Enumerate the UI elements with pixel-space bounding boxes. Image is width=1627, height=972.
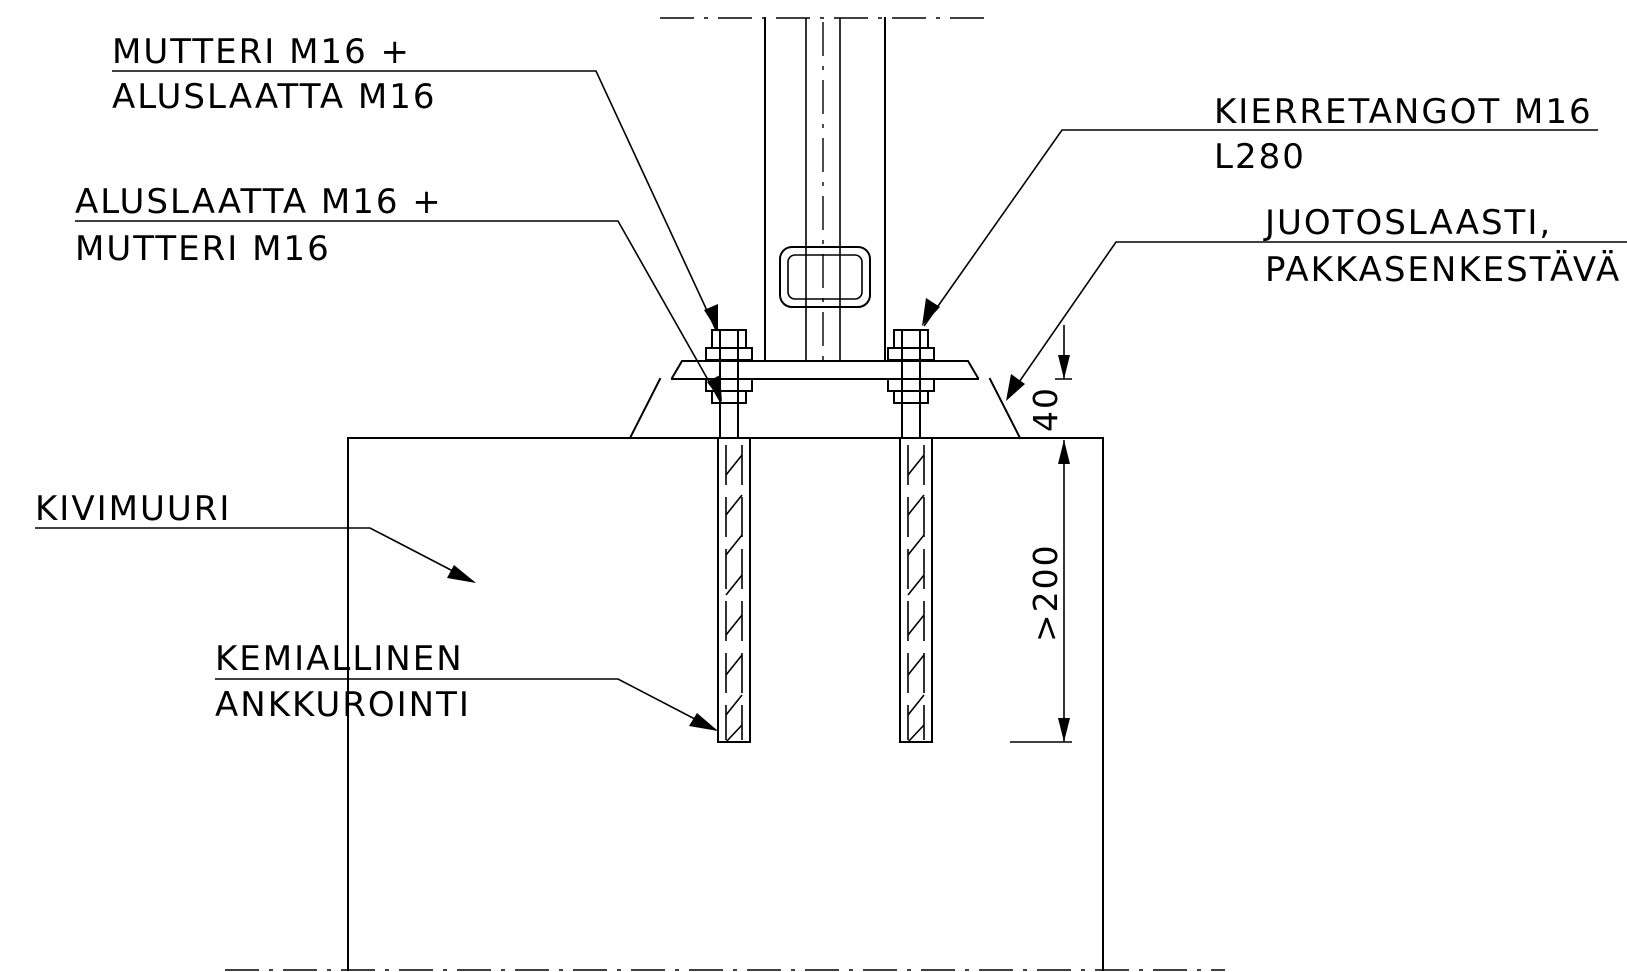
label-threaded-rods-line2: L280 — [1214, 137, 1306, 177]
label-chemical-anchor-line2: ANKKUROINTI — [215, 685, 471, 725]
grout-bedding — [628, 377, 1022, 440]
label-washer-nut-lower-line1: ALUSLAATTA M16 + — [75, 182, 443, 222]
right-anchor-bolt — [887, 329, 935, 743]
leader-washer-nut-lower: ALUSLAATTA M16 + MUTTERI M16 — [75, 182, 722, 402]
leader-nut-washer-top: MUTTERI M16 + ALUSLAATTA M16 — [112, 32, 718, 332]
steel-column — [764, 17, 886, 361]
label-threaded-rods-line1: KIERRETANGOT M16 — [1214, 92, 1593, 132]
dimension-200: >200 — [1010, 440, 1072, 743]
dimension-40-text: 40 — [1026, 386, 1065, 432]
leader-threaded-rods: KIERRETANGOT M16 L280 — [922, 92, 1598, 327]
leader-grout: JUOTOSLAASTI, PAKKASENKESTÄVÄ — [1006, 203, 1627, 401]
label-grout-line2: PAKKASENKESTÄVÄ — [1265, 250, 1621, 290]
label-nut-washer-top-line1: MUTTERI M16 + — [112, 32, 411, 72]
leader-chemical-anchor: KEMIALLINEN ANKKUROINTI — [215, 639, 718, 731]
left-anchor-bolt — [705, 329, 753, 743]
label-washer-nut-lower-line2: MUTTERI M16 — [75, 229, 331, 269]
label-grout-line1: JUOTOSLAASTI, — [1263, 203, 1552, 243]
label-chemical-anchor-line1: KEMIALLINEN — [215, 639, 464, 679]
label-nut-washer-top-line2: ALUSLAATTA M16 — [112, 77, 437, 117]
label-stone-wall: KIVIMUURI — [35, 489, 231, 529]
stone-wall-block — [347, 437, 1104, 971]
dimension-40: 40 — [1026, 325, 1072, 432]
leader-stone-wall: KIVIMUURI — [35, 489, 476, 583]
dimension-200-text: >200 — [1026, 543, 1065, 642]
